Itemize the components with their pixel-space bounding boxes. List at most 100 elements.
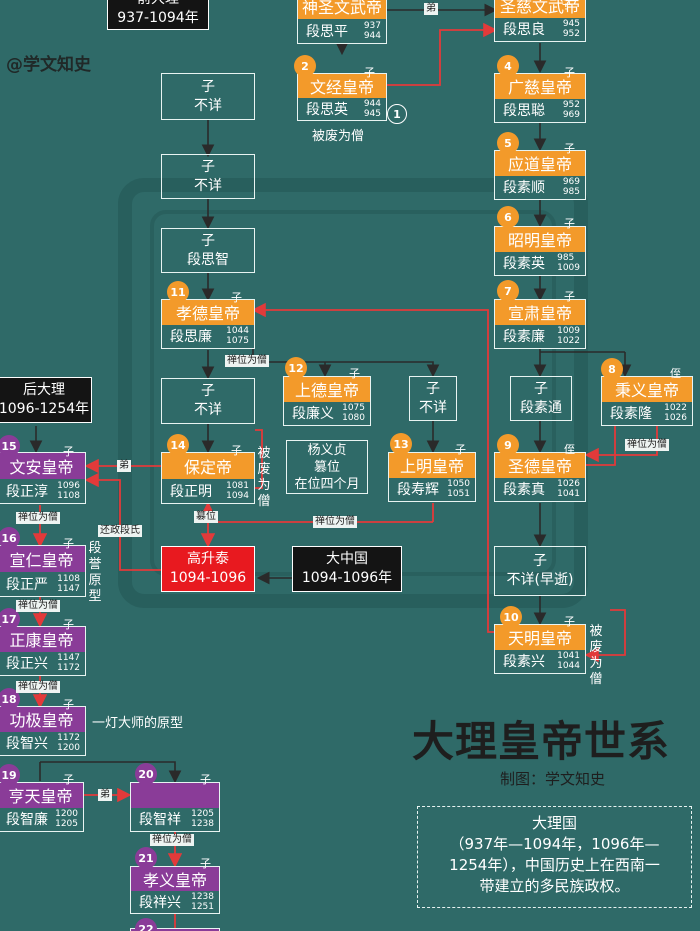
emperor-14-name: 段正明 [170,484,212,500]
emperor-19-number: 19 [0,764,20,786]
yang-name: 杨义贞 [307,442,347,458]
emperor-10-name: 段素兴 [503,654,545,671]
son-6-relation: 子 [534,380,548,397]
emperor-16-start: 1108 [57,574,80,584]
emperor-22-title [131,929,219,931]
son-2-name: 不详 [194,177,222,194]
emperor-9-number: 9 [497,434,519,456]
emperor-21-name: 段祥兴 [139,894,181,911]
emperor-11-title: 孝德皇帝 [162,300,254,325]
emperor-6-name: 段素英 [503,256,545,273]
son-box-5: 子不详 [409,376,457,421]
emperor-4-title: 广慈皇帝 [495,74,585,99]
emperor-7-number: 7 [497,280,519,302]
son-2-relation: 子 [201,158,215,175]
period-early-name: 前大理 [137,0,179,9]
gao-name: 高升泰 [187,551,229,567]
rel-zi-e18: 子 [63,698,74,711]
emperor-14-end: 1094 [226,491,249,501]
emperor-2-number: 2 [294,55,316,77]
rel-zhi-e8: 侄 [670,367,681,380]
emperor-19-title: 亨天皇帝 [0,783,83,808]
son-5-relation: 子 [426,380,440,397]
emperor-11-start: 1044 [226,326,249,337]
tag-abdicate-e21: 禅位为僧 [150,834,194,846]
emperor-22 [130,928,220,931]
note-circle-one: 1 [387,104,407,124]
emperor-7-start: 1009 [557,326,580,337]
emperor-5-number: 5 [497,132,519,154]
rel-zi-e6: 子 [564,217,575,230]
emperor-13-end: 1051 [447,489,470,500]
son-box-1: 子不详 [161,73,255,120]
emperor-8-number: 8 [601,358,623,380]
info-line-1: 大理国 [531,814,577,832]
tag-di-15: 弟 [117,460,131,472]
period-early-dali: 前大理 937-1094年 [107,0,209,30]
emperor-10-number: 10 [500,606,522,628]
emperor-9-title: 圣德皇帝 [495,453,585,478]
emperor-18-name: 段智兴 [6,736,48,753]
rel-zi-e5: 子 [564,142,575,155]
tag-abdicate-e16: 禅位为僧 [16,512,60,524]
emperor-4-start: 952 [562,100,580,111]
emperor-12-number: 12 [285,357,307,379]
rel-zi-e20: 子 [200,773,211,786]
emperor-6-start: 985 [557,253,575,264]
tag-return: 还政段氏 [98,525,142,537]
emperor-2-start: 944 [363,98,381,109]
emperor-12-title: 上德皇帝 [284,377,370,402]
emperor-11-end: 1075 [226,336,249,347]
emperor-3-name: 段思良 [503,22,545,39]
son-box-4: 子不详 [161,378,255,424]
period-later-name: 后大理 [23,382,65,398]
emperor-3-title: 圣慈文武帝 [495,0,585,18]
chart-credit: 制图：学文知史 [500,770,606,788]
tag-abdicate-e13: 禅位为僧 [313,516,357,528]
emperor-2-end: 945 [363,108,381,119]
emperor-5-title: 应道皇帝 [495,151,585,176]
emperor-13-number: 13 [390,433,412,455]
emperor-19-end: 1205 [55,819,78,830]
emperor-13-name: 段寿辉 [397,482,439,499]
emperor-15-number: 15 [0,435,20,457]
emperor-13-title: 上明皇帝 [389,453,475,478]
emperor-15-end: 1108 [57,491,80,501]
note-deposed-e10: 被废为僧 [589,624,603,687]
emperor-1-start: 937 [363,21,381,31]
rel-zi-e17: 子 [63,618,74,631]
emperor-16-end: 1147 [57,584,80,594]
gao-shengtai: 高升泰 1094-1096 [161,546,255,592]
emperor-21-end: 1251 [191,901,214,912]
rel-zi-e3: 子 [562,0,573,11]
emperor-15-title: 文安皇帝 [0,453,85,479]
emperor-16-name: 段正严 [6,577,48,593]
emperor-13-start: 1050 [447,479,470,490]
emperor-9-end: 1041 [557,489,580,500]
emperor-15-start: 1096 [57,481,80,491]
emperor-16-title: 宣仁皇帝 [0,546,85,572]
emperor-7-name: 段素廉 [503,329,545,346]
emperor-8-end: 1026 [664,413,687,424]
emperor-10-start: 1041 [557,651,580,662]
rel-zi-e19: 子 [63,773,74,786]
info-line-4: 带建立的多民族政权。 [479,877,630,895]
emperor-21-title: 孝义皇帝 [131,867,219,891]
emperor-4-end: 969 [562,110,580,121]
emperor-5-start: 969 [562,177,580,188]
son-7-name: 不详(早逝) [506,572,574,588]
rel-zi-e13: 子 [455,443,466,456]
son-5-name: 不详 [419,399,447,416]
chart-title: 大理皇帝世系 [412,717,671,766]
son-3-relation: 子 [201,232,215,249]
emperor-21-number: 21 [135,847,157,869]
emperor-2-name: 段思英 [306,101,348,118]
emperor-11-number: 11 [167,281,189,303]
rel-zi-e7: 子 [564,290,575,303]
info-line-2: （937年—1094年，1096年— [449,835,660,853]
